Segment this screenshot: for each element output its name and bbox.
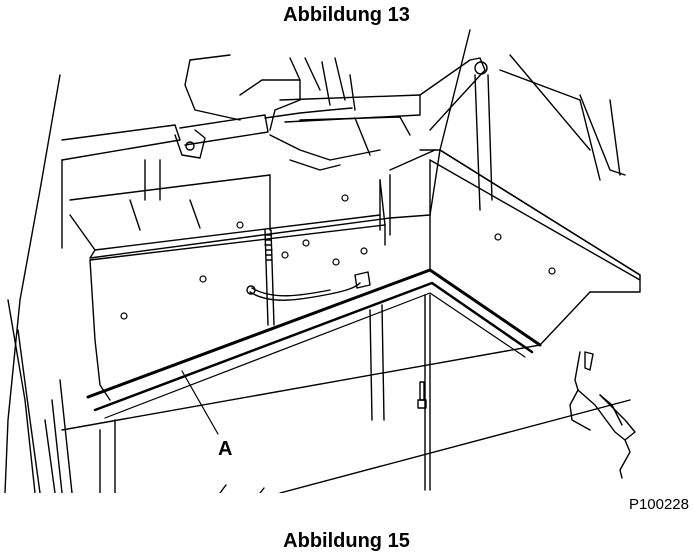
left-inner-panel	[89, 179, 386, 401]
figure-code: P100228	[628, 496, 689, 513]
latch-hook	[569, 351, 636, 479]
figure-title-bottom: Abbildung 15	[283, 530, 410, 552]
figure-title-top: Abbildung 13	[283, 4, 410, 26]
callout-leader	[181, 370, 219, 435]
callout-label-a: A	[218, 438, 233, 460]
back-wall	[61, 159, 391, 251]
right-bin-wall	[429, 149, 641, 346]
cable-harness	[246, 271, 371, 301]
bin-top-rim	[89, 149, 641, 293]
left-frame-lines	[4, 74, 73, 493]
cross-beam	[269, 94, 421, 171]
panel-holes	[120, 194, 556, 320]
floor-lines	[219, 484, 265, 493]
technical-drawing	[4, 29, 641, 493]
threaded-rod	[264, 229, 275, 326]
inner-cavity	[99, 294, 431, 493]
seal-frame	[86, 268, 542, 419]
lid-hinge-arm	[419, 29, 626, 211]
front-rim	[61, 344, 631, 493]
upper-shaft-assembly	[61, 54, 356, 161]
